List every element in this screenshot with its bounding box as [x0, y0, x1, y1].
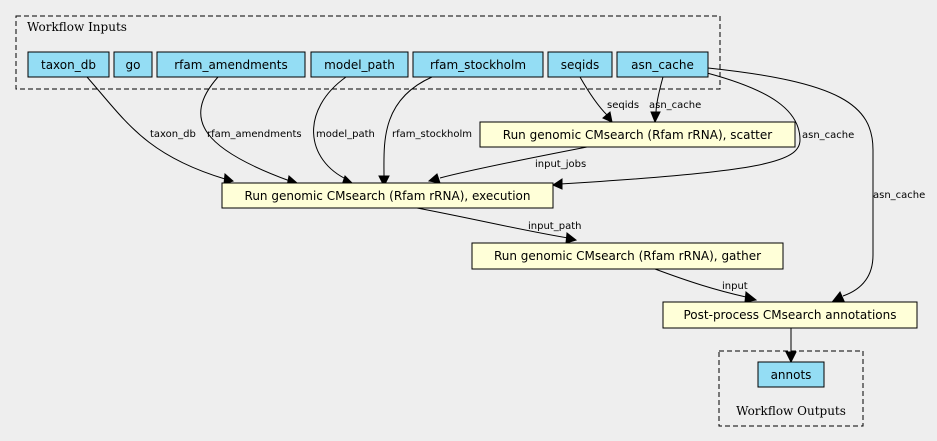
step-node-scatter-label: Run genomic CMsearch (Rfam rRNA), scatte…: [503, 128, 772, 142]
edge-rfam-amendments: rfam_amendments: [200, 76, 302, 187]
edge-label-asn-cache-postprocess: asn_cache: [873, 190, 925, 201]
step-node-scatter[interactable]: Run genomic CMsearch (Rfam rRNA), scatte…: [479, 121, 796, 148]
input-node-model-path-label: model_path: [324, 58, 395, 72]
input-node-rfam-stockholm-label: rfam_stockholm: [430, 58, 526, 72]
edge-label-rfam-stockholm: rfam_stockholm: [392, 129, 472, 140]
edge-label-model-path: model_path: [316, 129, 375, 140]
step-node-execution[interactable]: Run genomic CMsearch (Rfam rRNA), execut…: [221, 182, 554, 209]
edge-label-input-jobs: input_jobs: [535, 159, 586, 170]
edge-label-asn-cache-execution: asn_cache: [802, 130, 854, 141]
edge-label-rfam-amendments: rfam_amendments: [207, 129, 302, 140]
input-node-go-label: go: [126, 58, 141, 72]
input-node-taxon-db-label: taxon_db: [41, 58, 96, 72]
input-node-rfam-amendments-label: rfam_amendments: [174, 58, 287, 72]
edge-label-taxon-db: taxon_db: [150, 129, 196, 140]
edge-annots: [785, 328, 797, 364]
input-node-asn-cache-label: asn_cache: [631, 58, 694, 72]
edge-asn-cache-execution: asn_cache: [551, 72, 854, 190]
edge-seqids: seqids: [579, 76, 639, 123]
step-node-postprocess-label: Post-process CMsearch annotations: [684, 308, 897, 322]
edge-rfam-stockholm: rfam_stockholm: [378, 76, 472, 188]
output-node-annots-label: annots: [771, 368, 812, 382]
workflow-inputs-cluster: Workflow Inputs: [15, 15, 721, 90]
edge-asn-cache-scatter: asn_cache: [649, 76, 701, 124]
edge-input-jobs: input_jobs: [427, 146, 588, 184]
input-node-rfam-amendments[interactable]: rfam_amendments: [156, 51, 306, 78]
workflow-inputs-label: Workflow Inputs: [27, 20, 127, 34]
input-node-rfam-stockholm[interactable]: rfam_stockholm: [412, 51, 544, 78]
step-node-gather-label: Run genomic CMsearch (Rfam rRNA), gather: [494, 249, 761, 263]
output-node-annots[interactable]: annots: [757, 361, 825, 388]
input-node-asn-cache[interactable]: asn_cache: [616, 51, 709, 78]
edge-label-input-path: input_path: [528, 221, 581, 232]
edge-label-input: input: [722, 281, 748, 292]
edge-model-path: model_path: [313, 76, 375, 186]
edge-input-path: input_path: [416, 207, 581, 244]
input-node-go[interactable]: go: [113, 51, 153, 78]
input-node-seqids-label: seqids: [561, 58, 599, 72]
input-node-seqids[interactable]: seqids: [547, 51, 613, 78]
step-node-gather[interactable]: Run genomic CMsearch (Rfam rRNA), gather: [471, 242, 784, 270]
edge-label-seqids: seqids: [607, 100, 639, 111]
edge-asn-cache-postprocess: asn_cache: [707, 67, 925, 302]
workflow-outputs-label: Workflow Outputs: [736, 404, 846, 418]
edge-input: input: [654, 268, 758, 303]
step-node-postprocess[interactable]: Post-process CMsearch annotations: [662, 301, 918, 329]
edge-taxon-db: taxon_db: [86, 76, 234, 185]
edge-label-asn-cache-scatter: asn_cache: [649, 100, 701, 111]
input-node-model-path[interactable]: model_path: [310, 51, 409, 78]
input-node-taxon-db[interactable]: taxon_db: [27, 51, 110, 78]
step-node-execution-label: Run genomic CMsearch (Rfam rRNA), execut…: [245, 189, 531, 203]
